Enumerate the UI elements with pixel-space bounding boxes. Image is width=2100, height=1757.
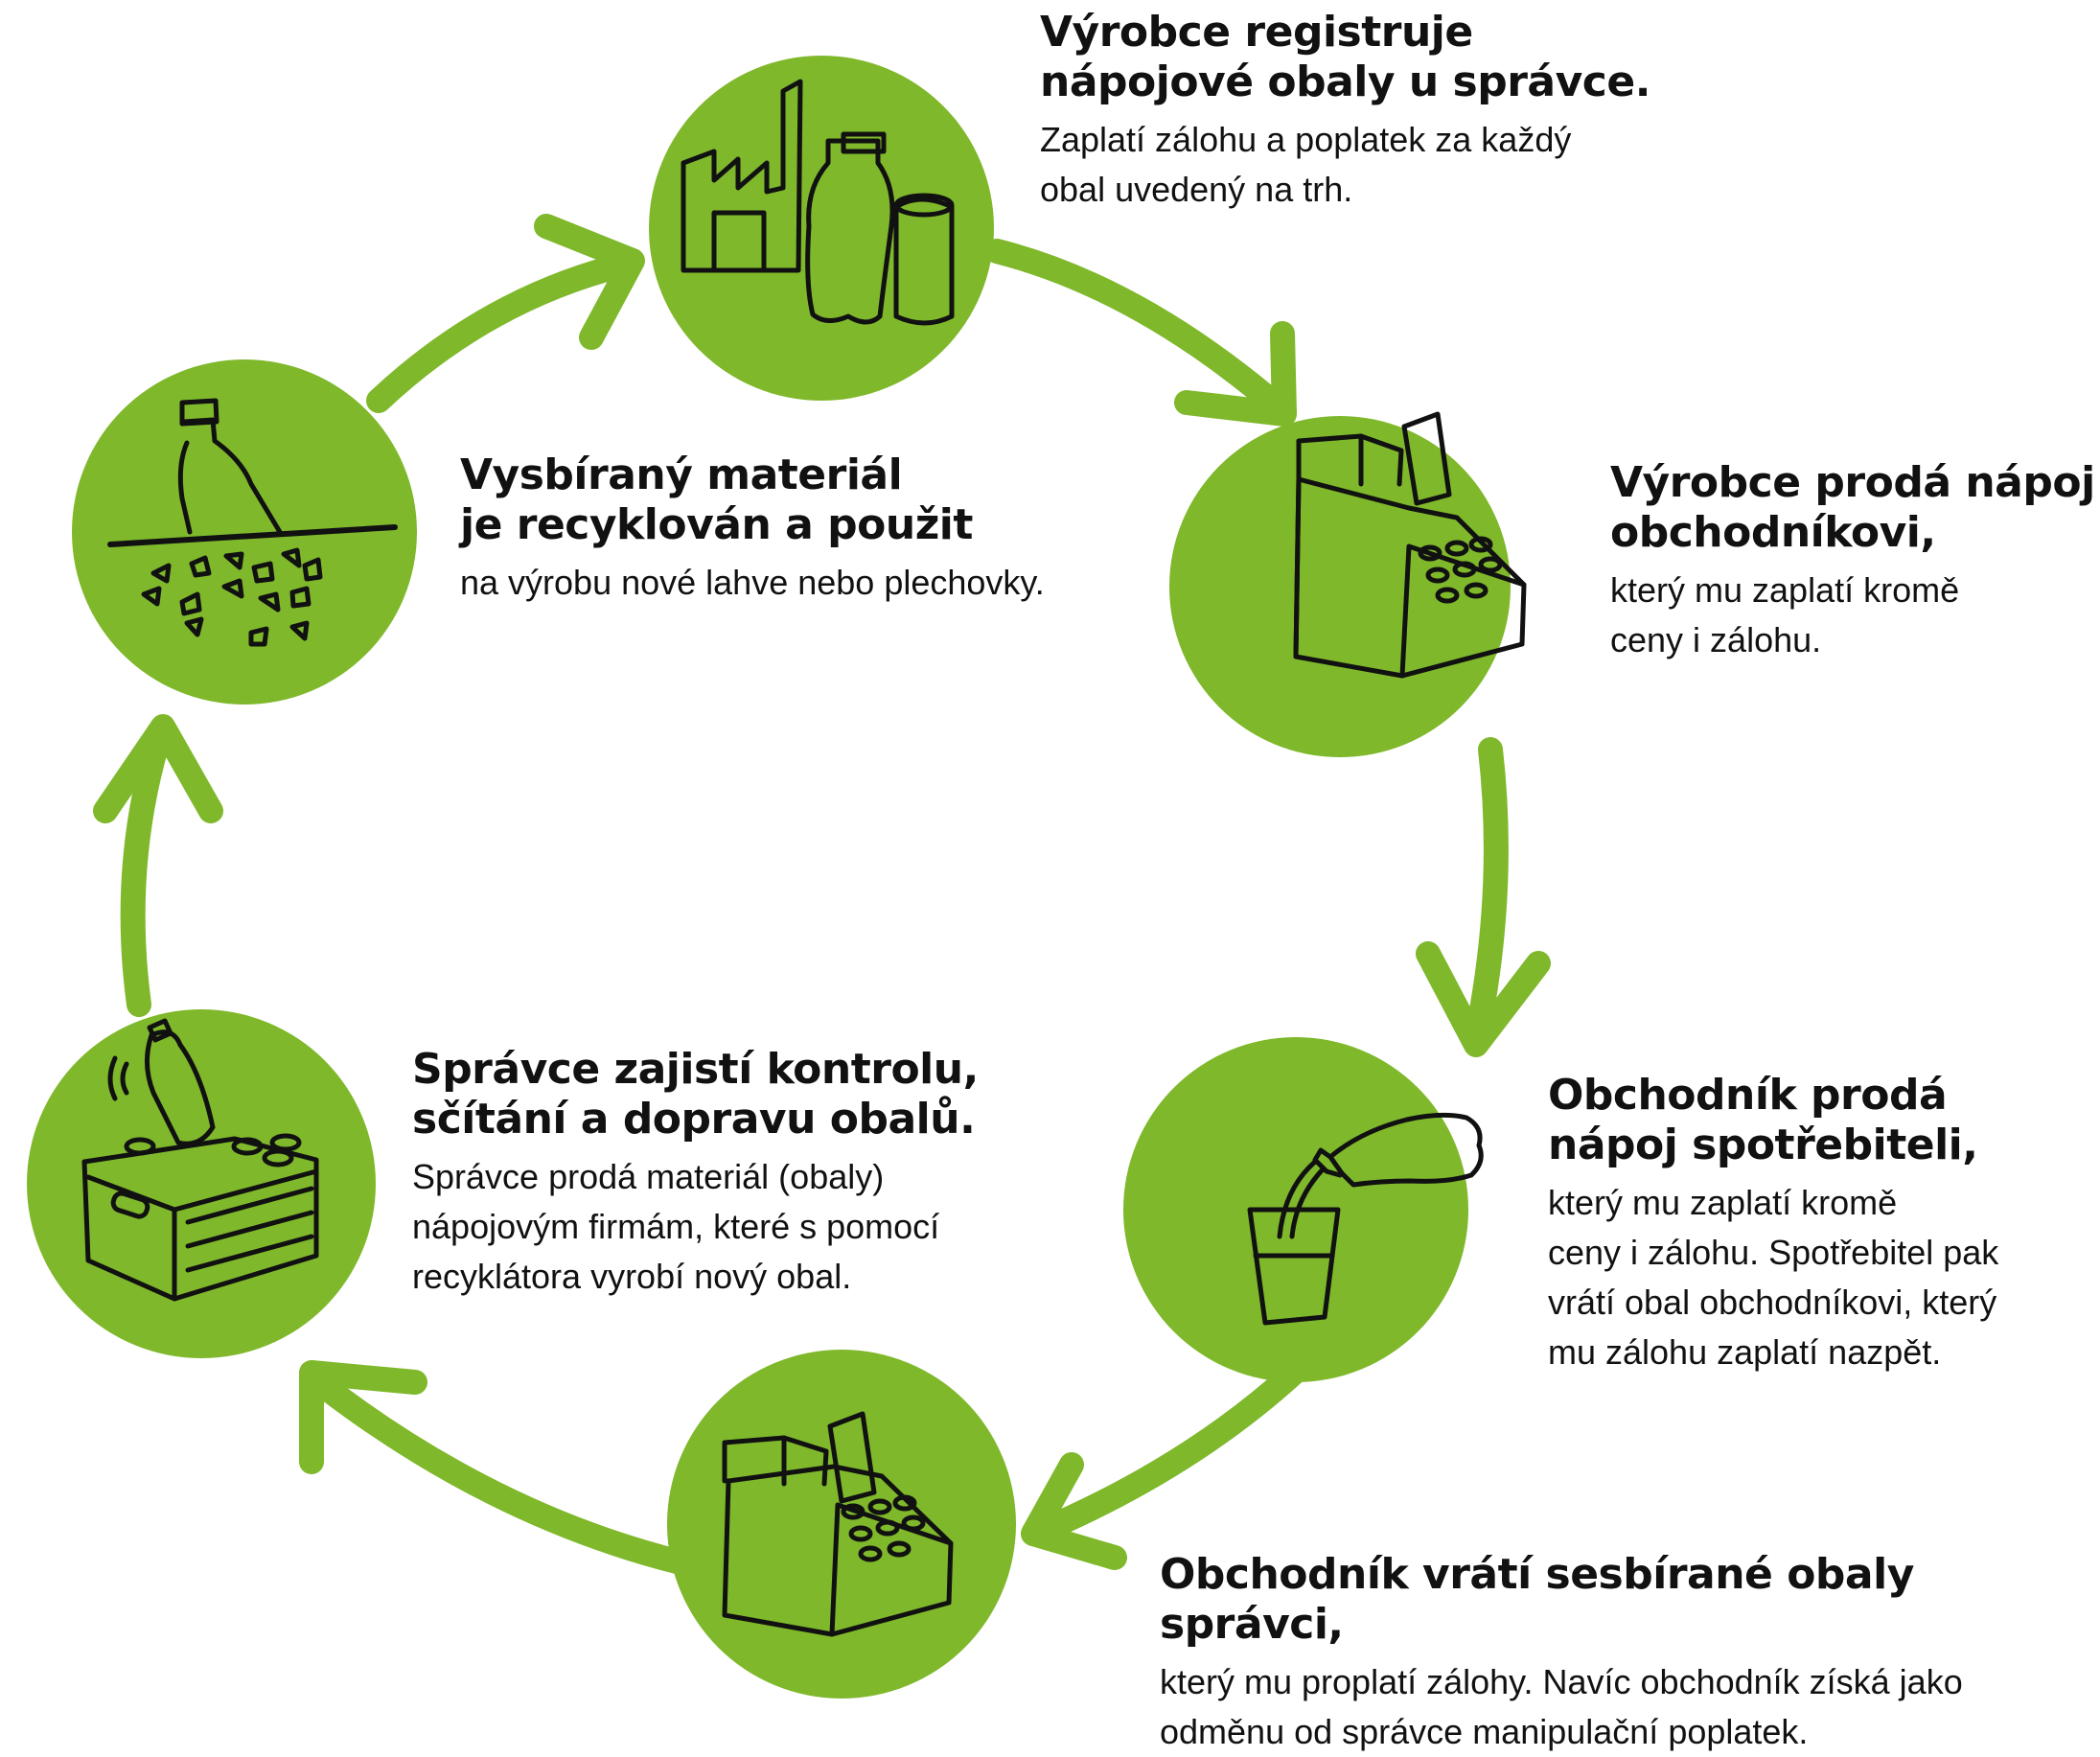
step-title-line: Výrobce registruje <box>1040 8 1473 57</box>
arrow-producer-sells-to-retailer-sells <box>1416 737 1551 1057</box>
node-recycling <box>72 359 417 705</box>
step-title-line: je recyklován a použit <box>460 499 973 549</box>
step-description-line: ceny i zálohu. Spotřebitel pak <box>1548 1233 1999 1272</box>
pouring-bottle-glass-icon <box>1247 1112 1484 1326</box>
step-description-line: ceny i zálohu. <box>1610 620 1822 659</box>
arrow-retailer-returns-to-administrator <box>299 1360 693 1575</box>
step-description-line: který mu proplatí zálohy. Navíc obchodní… <box>1160 1661 1963 1701</box>
step-text-administrator: Správce zajistí kontrolu, sčítání a dopr… <box>412 1045 979 1302</box>
step-description-line: vrátí obal obchodníkovi, který <box>1548 1283 1997 1323</box>
cycle-arrows <box>93 214 1551 1575</box>
step-title-line: Výrobce prodá nápoj <box>1610 458 2095 507</box>
node-administrator <box>27 1009 376 1358</box>
arrow-producer-to-producer-sells <box>984 239 1297 427</box>
step-title-line: Správce zajistí kontrolu, <box>412 1045 979 1094</box>
step-description: který mu zaplatí kromě ceny i zálohu. <box>1610 566 2095 665</box>
step-description-line: mu zálohu zaplatí nazpět. <box>1548 1332 1942 1373</box>
node-retailer-returns <box>667 1350 1016 1699</box>
step-title: Vysbíraný materiál je recyklován a použi… <box>460 451 1045 550</box>
step-description: Zaplatí zálohu a poplatek za každý obal … <box>1040 115 1650 215</box>
step-description-line: odměnu od správce manipulační poplatek. <box>1160 1712 1809 1751</box>
step-description-line: recyklátora vyrobí nový obal. <box>412 1257 852 1297</box>
arrow-administrator-to-recycling <box>93 714 223 1017</box>
step-title: Výrobce prodá nápoj obchodníkovi, <box>1610 458 2095 558</box>
step-description-line: obal uvedený na trh. <box>1040 170 1353 209</box>
step-description-line: nápojovým firmám, které s pomocí <box>412 1207 940 1246</box>
step-text-producer-sells: Výrobce prodá nápoj obchodníkovi, který … <box>1610 458 2095 665</box>
step-description: na výrobu nové lahve nebo plechovky. <box>460 558 1045 608</box>
step-title-line: Obchodník prodá <box>1548 1071 1948 1120</box>
node-retailer-sells <box>1123 1037 1484 1382</box>
step-description-line: který mu zaplatí kromě <box>1548 1182 1898 1222</box>
recycling-cycle-diagram <box>27 56 1551 1699</box>
step-description-line: Zaplatí zálohu a poplatek za každý <box>1040 119 1572 159</box>
step-description: Správce prodá materiál (obaly) nápojovým… <box>412 1152 979 1303</box>
step-description-line: který mu zaplatí kromě <box>1610 569 1960 610</box>
node-producer-sells <box>1169 411 1527 757</box>
node-producer <box>649 56 994 401</box>
step-title-line: sčítání a dopravu obalů. <box>412 1094 976 1144</box>
step-description-line: na výrobu nové lahve nebo plechovky. <box>460 562 1045 602</box>
cash-register-icon <box>722 1411 954 1637</box>
step-title: Správce zajistí kontrolu, sčítání a dopr… <box>412 1045 979 1144</box>
step-title-line: obchodníkovi, <box>1610 507 1936 557</box>
step-title: Výrobce registruje nápojové obaly u sprá… <box>1040 8 1650 107</box>
step-description: který mu proplatí zálohy. Navíc obchodní… <box>1160 1657 2100 1757</box>
step-title-line: Vysbíraný materiál <box>460 451 903 499</box>
step-title: Obchodník vrátí sesbírané obaly správci, <box>1160 1550 2100 1650</box>
step-title-line: Obchodník vrátí sesbírané obaly správci, <box>1160 1550 1914 1649</box>
arrow-recycling-to-producer <box>366 214 645 413</box>
step-description-line: Správce prodá materiál (obaly) <box>412 1156 885 1196</box>
step-text-retailer-sells: Obchodník prodá nápoj spotřebiteli, kter… <box>1548 1071 1998 1378</box>
step-text-producer: Výrobce registruje nápojové obaly u sprá… <box>1040 8 1650 215</box>
step-text-retailer-returns: Obchodník vrátí sesbírané obaly správci,… <box>1160 1550 2100 1757</box>
step-text-recycling: Vysbíraný materiál je recyklován a použi… <box>460 451 1045 608</box>
step-title-line: nápoj spotřebiteli, <box>1548 1120 1978 1169</box>
crate-bottle-icon <box>81 1018 319 1302</box>
step-title: Obchodník prodá nápoj spotřebiteli, <box>1548 1071 1998 1170</box>
bottle-shredding-icon <box>107 398 398 647</box>
factory-bottle-can-icon <box>681 79 955 326</box>
step-description: který mu zaplatí kromě ceny i zálohu. Sp… <box>1548 1178 1998 1378</box>
cash-register-icon <box>1293 411 1527 679</box>
arrow-retailer-sells-to-retailer-returns <box>1021 1360 1306 1570</box>
step-title-line: nápojové obaly u správce. <box>1040 57 1650 106</box>
